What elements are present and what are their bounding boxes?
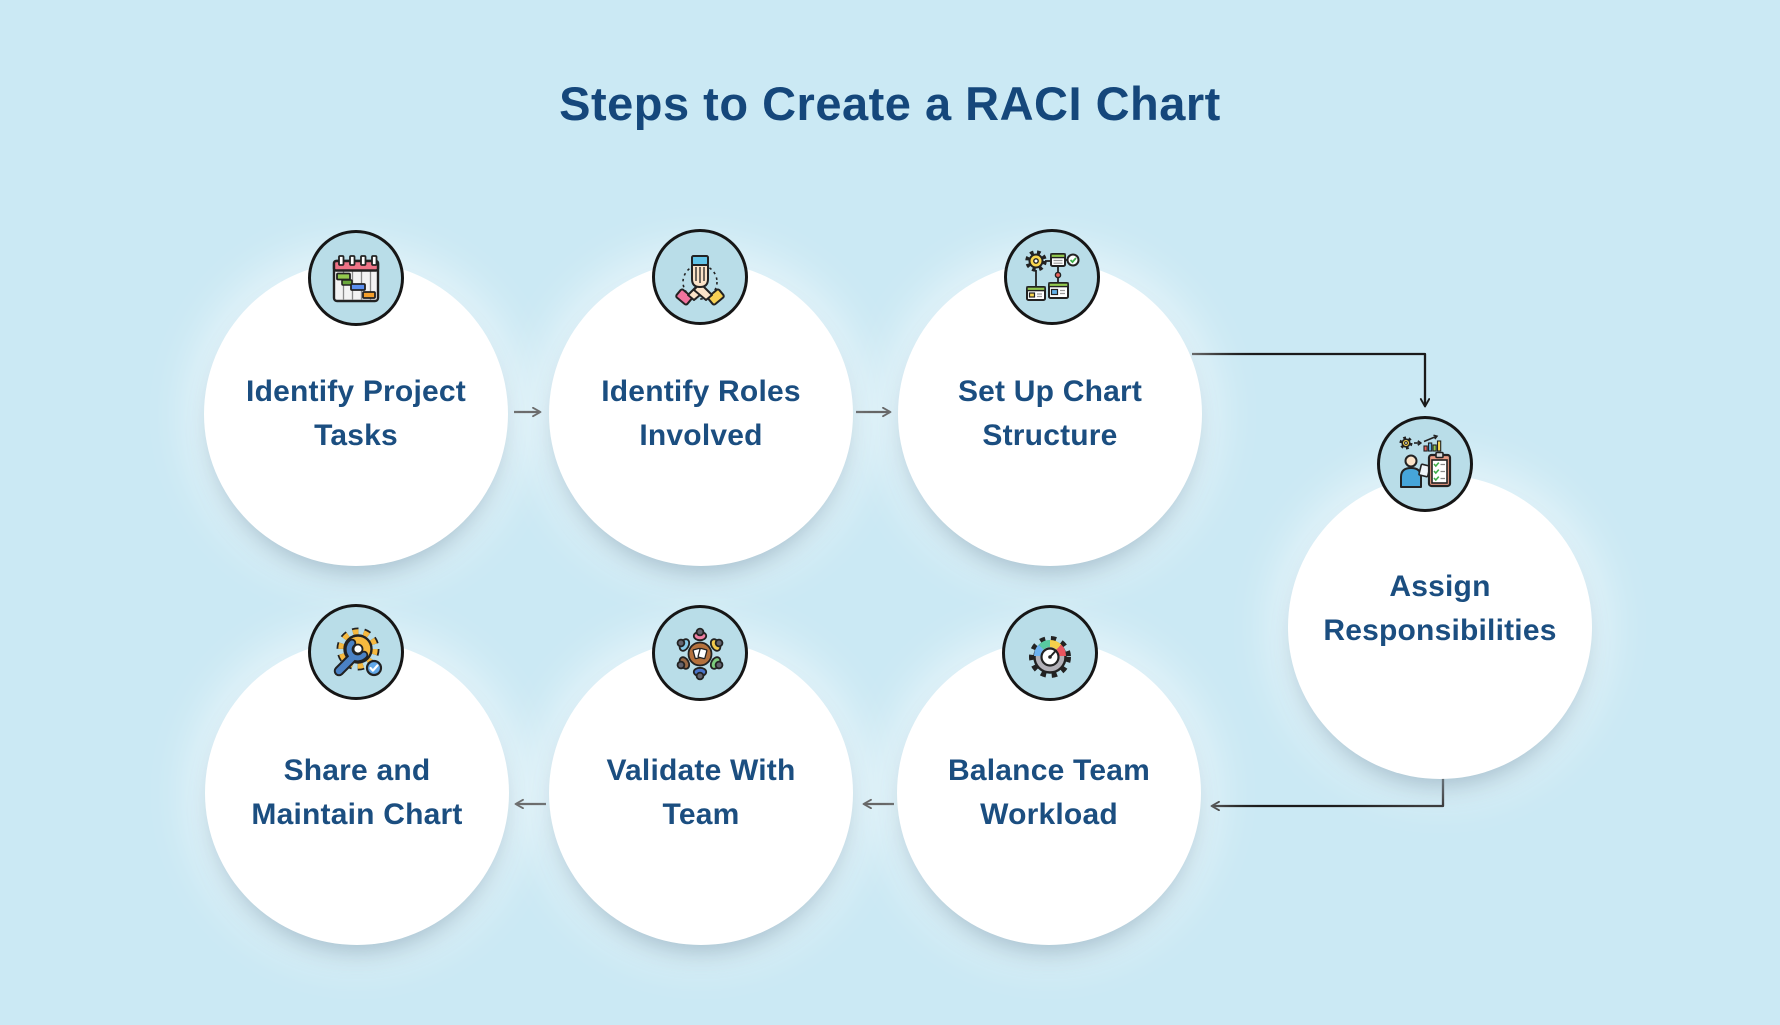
- gantt-chart-calendar-icon: [332, 255, 380, 303]
- arrow-step4-step5: [1212, 772, 1445, 806]
- gear-flowchart-icon: [1025, 250, 1080, 301]
- step-icon-badge: [308, 230, 404, 326]
- team-meeting-icon: [676, 627, 724, 681]
- step-icon-badge: [1377, 416, 1473, 512]
- arrow-step3-step4: [1192, 352, 1425, 406]
- step-icon-badge: [1002, 605, 1098, 701]
- wrench-gear-check-icon: [333, 627, 383, 677]
- team-hands-icon: [675, 255, 725, 306]
- page-title: Steps to Create a RACI Chart: [559, 77, 1221, 130]
- person-clipboard-icon: [1399, 434, 1452, 488]
- gauge-gear-icon: [1029, 636, 1071, 678]
- step-icon-badge: [308, 604, 404, 700]
- step-icon-badge: [1004, 229, 1100, 325]
- step-icon-badge: [652, 229, 748, 325]
- step-icon-badge: [652, 605, 748, 701]
